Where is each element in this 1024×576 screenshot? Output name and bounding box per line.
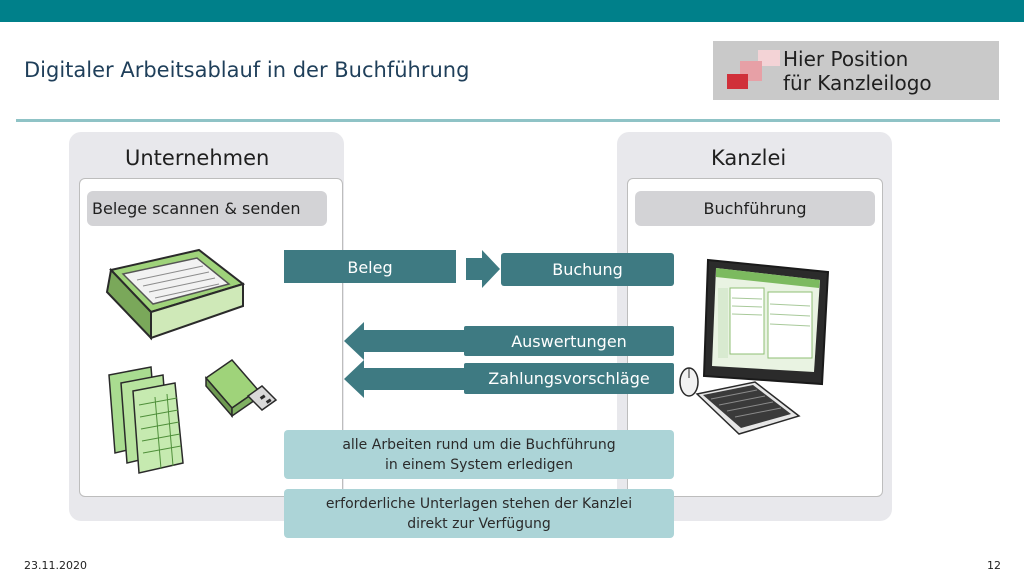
- slide-title: Digitaler Arbeitsablauf in der Buchführu…: [24, 58, 470, 82]
- arrow-left-icon: [344, 322, 474, 360]
- scanner-icon: [105, 248, 245, 341]
- logo-text-line-2: für Kanzleilogo: [783, 71, 932, 95]
- buchung-box: Buchung: [501, 253, 674, 286]
- arrow-right-icon: [466, 250, 500, 288]
- beleg-box: Beleg: [284, 250, 456, 283]
- note-line: alle Arbeiten rund um die Buchführung: [342, 436, 616, 453]
- footer-page-number: 12: [987, 559, 1001, 572]
- auswertungen-box: Auswertungen: [464, 326, 674, 356]
- zahlungsvorschlaege-box: Zahlungsvorschläge: [464, 363, 674, 394]
- note-system-box: alle Arbeiten rund um die Buchführung in…: [284, 430, 674, 479]
- title-divider: [16, 119, 1000, 122]
- logo-placeholder-text: Hier Position für Kanzleilogo: [783, 47, 932, 95]
- note-documents-box: erforderliche Unterlagen stehen der Kanz…: [284, 489, 674, 538]
- mouse-icon: [679, 367, 699, 397]
- note-line: direkt zur Verfügung: [407, 515, 551, 532]
- logo-text-line-1: Hier Position: [783, 47, 909, 71]
- usb-stick-icon: [204, 359, 278, 419]
- note-line: in einem System erledigen: [385, 456, 573, 473]
- top-accent-bar: [0, 0, 1024, 22]
- company-panel-title: Unternehmen: [125, 146, 270, 170]
- spreadsheet-documents-icon: [108, 366, 184, 474]
- keyboard-icon: [695, 381, 801, 435]
- arrow-left-icon: [344, 360, 474, 398]
- scan-send-pill: Belege scannen & senden: [87, 191, 327, 226]
- logo-square-red: [727, 74, 748, 89]
- computer-monitor-icon: [702, 258, 830, 386]
- logo-placeholder: Hier Position für Kanzleilogo: [713, 41, 999, 100]
- bookkeeping-pill: Buchführung: [635, 191, 875, 226]
- logo-square-light: [758, 50, 780, 66]
- note-line: erforderliche Unterlagen stehen der Kanz…: [325, 495, 633, 512]
- firm-panel-title: Kanzlei: [711, 146, 787, 170]
- footer-date: 23.11.2020: [24, 559, 87, 572]
